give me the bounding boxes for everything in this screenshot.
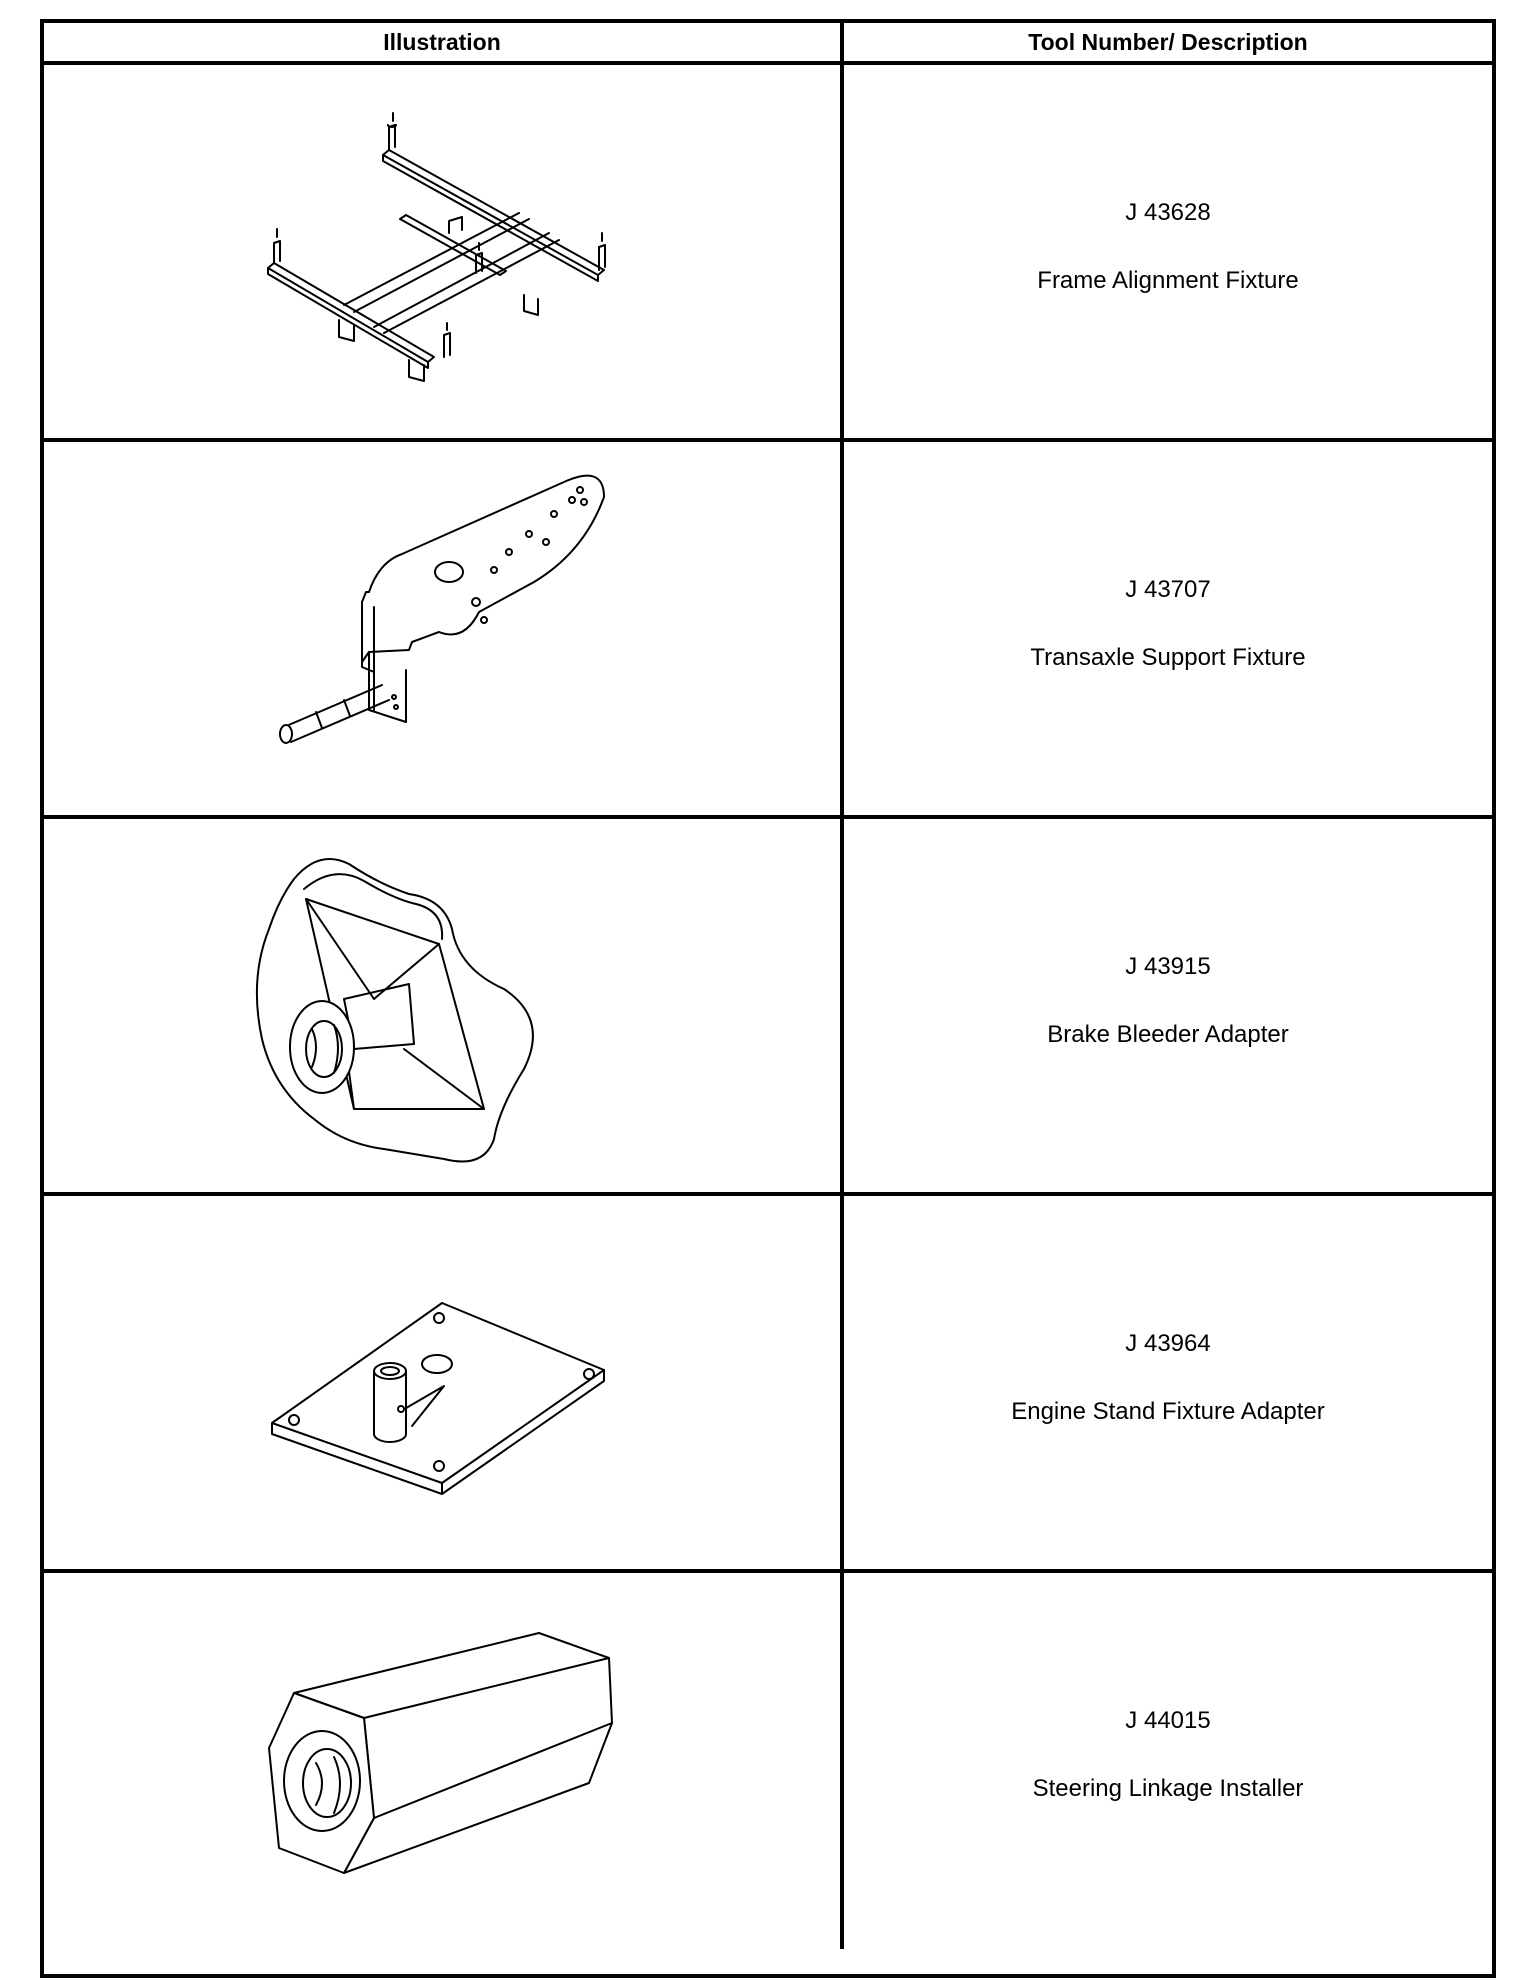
tool-number: J 43964 [1125, 1330, 1211, 1357]
illustration-cell [44, 442, 844, 815]
description-cell: J 43964 Engine Stand Fixture Adapter [844, 1196, 1492, 1569]
table-row: J 44015 Steering Linkage Installer [44, 1573, 1492, 1949]
tool-description: Steering Linkage Installer [1032, 1775, 1304, 1802]
tool-number: J 43915 [1125, 953, 1211, 980]
table-header-row: Illustration Tool Number/ Description [44, 23, 1492, 65]
header-tool-description: Tool Number/ Description [1028, 29, 1308, 55]
tool-description: Frame Alignment Fixture [1037, 267, 1299, 294]
table-row: J 43964 Engine Stand Fixture Adapter [44, 1196, 1492, 1573]
engine-stand-fixture-adapter-icon [271, 1302, 605, 1495]
tool-number: J 43628 [1125, 199, 1211, 226]
frame-alignment-fixture-icon [267, 112, 606, 382]
tool-description: Brake Bleeder Adapter [1047, 1021, 1289, 1048]
description-cell: J 43915 Brake Bleeder Adapter [844, 819, 1492, 1192]
tool-description: Transaxle Support Fixture [1030, 644, 1306, 671]
header-illustration: Illustration [44, 23, 844, 61]
tool-number: J 44015 [1125, 1707, 1211, 1734]
description-cell: J 43707 Transaxle Support Fixture [844, 442, 1492, 815]
tool-table: Illustration Tool Number/ Description [40, 19, 1496, 1978]
steering-linkage-installer-icon [268, 1632, 613, 1874]
illustration-cell [44, 819, 844, 1192]
tool-description: Engine Stand Fixture Adapter [1011, 1398, 1325, 1425]
description-cell: J 43628 Frame Alignment Fixture [844, 65, 1492, 438]
transaxle-support-fixture-icon [279, 474, 605, 744]
table-row: J 43628 Frame Alignment Fixture [44, 65, 1492, 442]
tool-number: J 43707 [1125, 576, 1211, 603]
table-row: J 43915 Brake Bleeder Adapter [44, 819, 1492, 1196]
illustration-cell [44, 1573, 844, 1949]
illustration-cell [44, 1196, 844, 1569]
illustration-cell [44, 65, 844, 438]
brake-bleeder-adapter-icon [255, 858, 534, 1163]
table-row: J 43707 Transaxle Support Fixture [44, 442, 1492, 819]
description-cell: J 44015 Steering Linkage Installer [844, 1573, 1492, 1949]
